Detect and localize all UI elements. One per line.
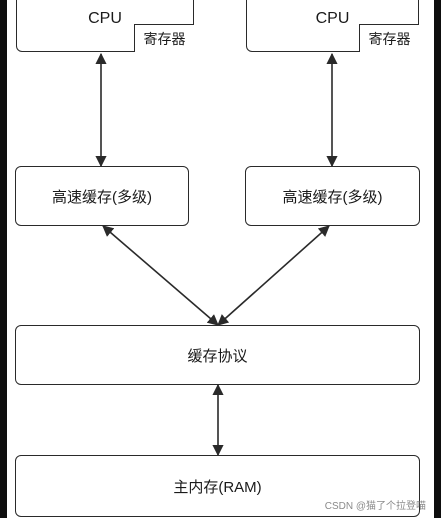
edge-cache-right-to-protocol [217,225,330,326]
cpu-right-node: CPU 寄存器 [246,0,419,52]
cache-protocol-label: 缓存协议 [187,347,248,365]
cache-left-node: 高速缓存(多级) [15,166,189,226]
edge-cache-left-to-protocol [102,225,219,326]
cache-protocol-node: 缓存协议 [15,325,420,385]
cpu-left-label: CPU [88,10,122,27]
diagram-canvas: CPU 寄存器 CPU 寄存器 高速缓存(多级) 高速缓存(多级) 缓存协议 主… [7,0,434,518]
main-memory-label: 主内存(RAM) [173,478,262,496]
cache-right-node: 高速缓存(多级) [245,166,420,226]
watermark-text: CSDN @猫了个拉登喵 [324,501,426,512]
cpu-left-node: CPU 寄存器 [16,0,194,52]
cache-left-label: 高速缓存(多级) [52,188,152,206]
edges-layer [95,52,338,457]
main-memory-node: 主内存(RAM) [15,455,420,517]
register-right-label: 寄存器 [368,30,411,47]
register-left: 寄存器 [134,24,194,52]
register-right: 寄存器 [359,24,419,52]
cpu-right-label: CPU [315,10,350,27]
register-left-label: 寄存器 [143,30,186,47]
cache-right-label: 高速缓存(多级) [282,188,383,206]
